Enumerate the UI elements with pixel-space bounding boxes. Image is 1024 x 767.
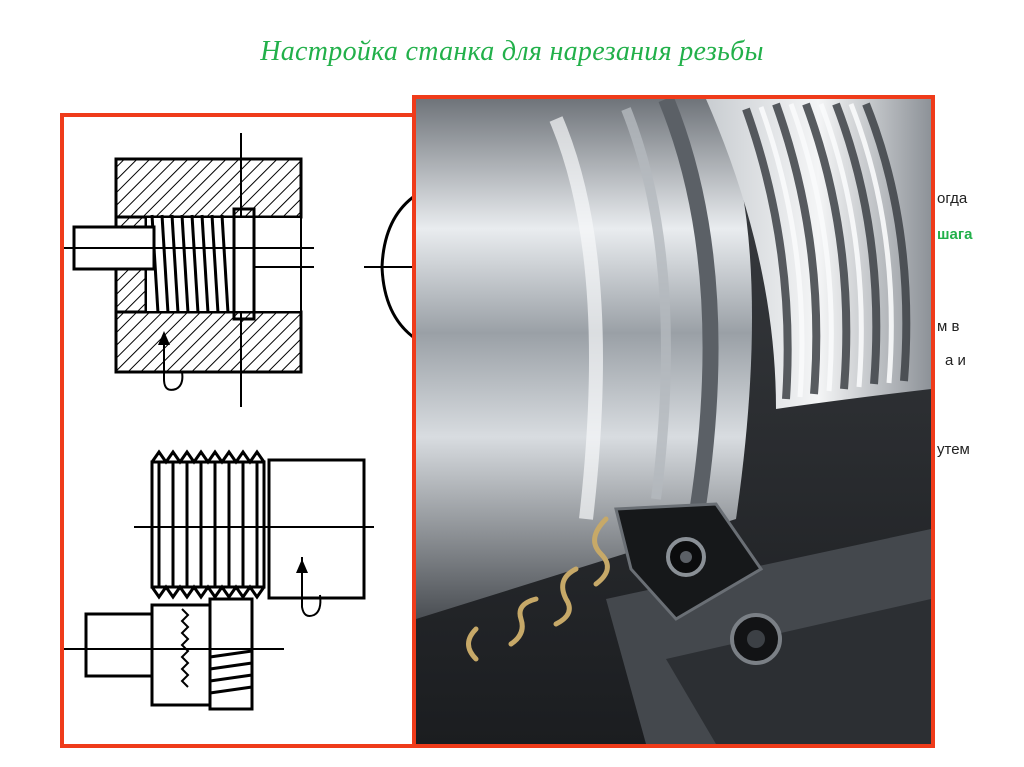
clamp-screw <box>730 613 782 665</box>
background-text-fragment: утем <box>937 441 970 458</box>
threading-tool-bottom <box>64 597 284 711</box>
background-text-fragment: огда <box>937 190 968 207</box>
background-text-fragment: м в <box>937 318 960 335</box>
metal-chips <box>466 516 610 662</box>
thread-cutting-drawing <box>64 133 416 711</box>
thread-drawing-frame <box>60 113 420 748</box>
bore-with-thread <box>145 207 302 321</box>
shaft-groove-ring <box>658 99 719 521</box>
feed-direction-arrow-middle <box>301 557 322 617</box>
shaft-body <box>416 99 752 619</box>
tool-holder-block <box>267 458 366 600</box>
threaded-shaft <box>150 449 266 600</box>
cutting-insert <box>614 502 764 621</box>
boring-bar <box>64 225 314 271</box>
background-text-fragment-highlight: шага <box>937 226 973 243</box>
thread-ridges <box>706 99 931 409</box>
lathe-photo-frame <box>412 95 935 748</box>
background-text-fragment: а и <box>945 352 966 369</box>
slide-title: Настройка станка для нарезания резьбы <box>260 36 764 67</box>
threaded-shaft-photo <box>416 99 931 744</box>
feed-direction-arrow-top <box>163 337 184 391</box>
